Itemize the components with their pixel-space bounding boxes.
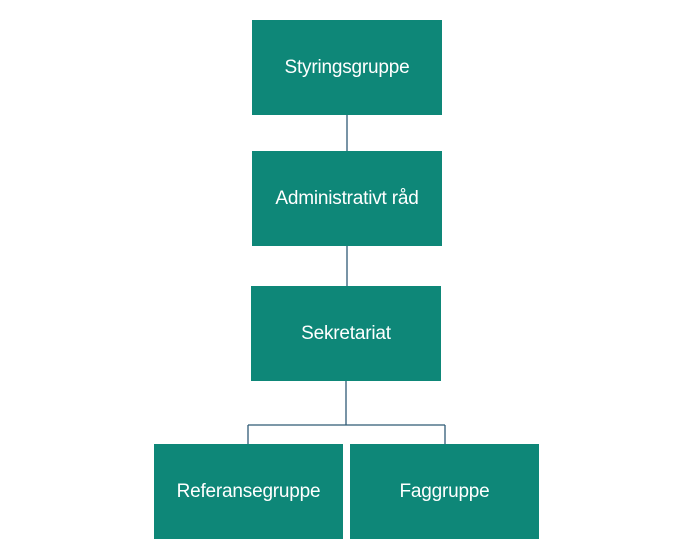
org-node-administrativt-rad: Administrativt råd xyxy=(252,151,442,246)
org-node-label: Referansegruppe xyxy=(176,480,321,502)
org-node-referansegruppe: Referansegruppe xyxy=(154,444,343,539)
org-node-label: Administrativt råd xyxy=(275,187,419,209)
org-node-label: Sekretariat xyxy=(301,322,391,344)
org-node-styringsgruppe: Styringsgruppe xyxy=(252,20,442,115)
org-node-sekretariat: Sekretariat xyxy=(251,286,441,381)
org-node-label: Styringsgruppe xyxy=(284,56,410,78)
org-node-label: Faggruppe xyxy=(399,480,490,502)
org-node-faggruppe: Faggruppe xyxy=(350,444,539,539)
